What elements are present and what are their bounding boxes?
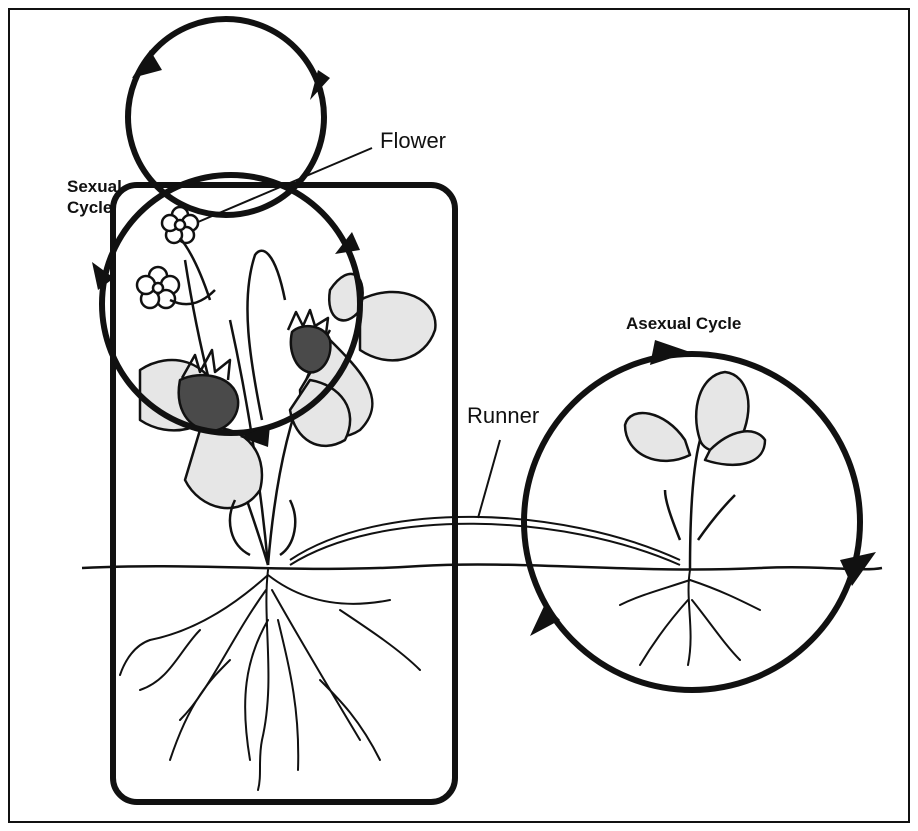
runner-label: Runner: [467, 403, 539, 429]
sexual-cycle-label-line2: Cycle: [67, 197, 112, 218]
mother-plant: [137, 207, 435, 565]
mother-plant-roots: [120, 570, 420, 790]
arrowhead-icon: [530, 604, 560, 636]
asexual-cycle-label: Asexual Cycle: [626, 313, 741, 334]
flower-label: Flower: [380, 128, 446, 154]
cycle-arrowheads: [92, 50, 876, 636]
sexual-cycle-label-line1: Sexual: [67, 176, 122, 197]
daughter-plant-roots: [620, 570, 760, 665]
daughter-plant: [625, 372, 765, 570]
runner: [290, 440, 680, 565]
arrowhead-icon: [650, 340, 690, 365]
ground-line: [82, 564, 882, 569]
